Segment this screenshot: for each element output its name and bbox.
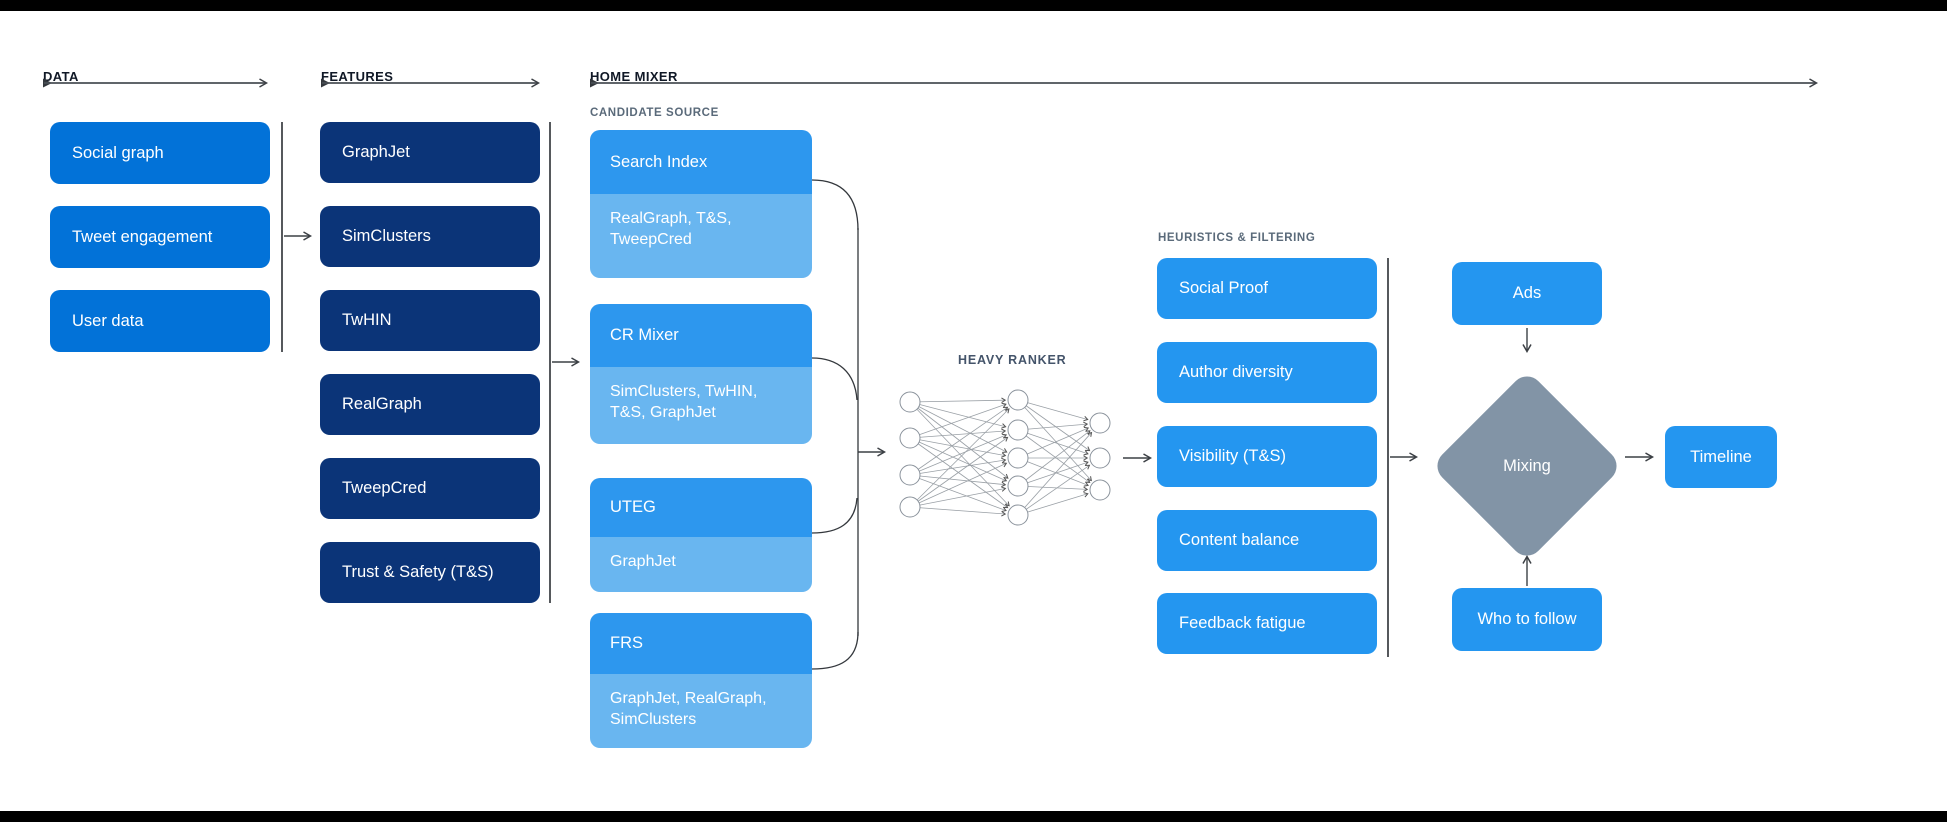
features-section-title: FEATURES (321, 69, 394, 84)
data-section-title: DATA (43, 69, 79, 84)
heavy-ranker-title: HEAVY RANKER (958, 353, 1067, 367)
simclusters-label: SimClusters (342, 227, 431, 245)
search-index-header: Search Index (590, 130, 812, 194)
who-to-follow-node: Who to follow (1452, 588, 1602, 651)
realgraph-node: RealGraph (320, 374, 540, 435)
uteg-header: UTEG (590, 478, 812, 537)
simclusters-node: SimClusters (320, 206, 540, 267)
social-proof-node: Social Proof (1157, 258, 1377, 319)
graphjet-label: GraphJet (342, 143, 410, 161)
mixing-label-wrap: Mixing (1459, 398, 1595, 534)
tweepcred-node: TweepCred (320, 458, 540, 519)
user-data-label: User data (72, 311, 144, 330)
tweet-engagement-label: Tweet engagement (72, 227, 213, 246)
twhin-label: TwHIN (342, 311, 392, 329)
visibility-label: Visibility (T&S) (1179, 447, 1286, 465)
social-graph-node: Social graph (50, 122, 270, 184)
uteg-label: UTEG (610, 498, 656, 516)
uteg-features: GraphJet (590, 537, 812, 592)
trust-safety-node: Trust & Safety (T&S) (320, 542, 540, 603)
graphjet-node: GraphJet (320, 122, 540, 183)
search-index-label: Search Index (610, 152, 708, 171)
timeline-node: Timeline (1665, 426, 1777, 488)
tweet-engagement-node: Tweet engagement (50, 206, 270, 268)
candidate-source-title: CANDIDATE SOURCE (590, 107, 719, 119)
visibility-node: Visibility (T&S) (1157, 426, 1377, 487)
cr-mixer-features: SimClusters, TwHIN, T&S, GraphJet (590, 367, 812, 444)
data-header-arrow (43, 78, 269, 88)
frs-label: FRS (610, 634, 643, 652)
author-diversity-label: Author diversity (1179, 363, 1293, 381)
heuristics-title: HEURISTICS & FILTERING (1158, 232, 1316, 244)
social-proof-label: Social Proof (1179, 279, 1268, 297)
trust-safety-label: Trust & Safety (T&S) (342, 563, 494, 581)
social-graph-label: Social graph (72, 143, 164, 162)
ads-label: Ads (1512, 284, 1542, 302)
realgraph-label: RealGraph (342, 395, 422, 413)
cr-mixer-header: CR Mixer (590, 304, 812, 367)
twhin-node: TwHIN (320, 290, 540, 351)
who-to-follow-label: Who to follow (1477, 610, 1577, 628)
home-mixer-section-title: HOME MIXER (590, 69, 678, 84)
candidate-collector (811, 179, 859, 670)
home-mixer-header-arrow (590, 78, 1819, 88)
author-diversity-node: Author diversity (1157, 342, 1377, 403)
uteg-group: UTEG GraphJet (590, 478, 812, 592)
frs-header: FRS (590, 613, 812, 674)
content-balance-label: Content balance (1179, 531, 1300, 549)
ads-node: Ads (1452, 262, 1602, 325)
cr-mixer-group: CR Mixer SimClusters, TwHIN, T&S, GraphJ… (590, 304, 812, 444)
mixing-label: Mixing (1503, 456, 1551, 475)
tweepcred-label: TweepCred (342, 479, 427, 497)
features-header-arrow (321, 78, 541, 88)
search-index-group: Search Index RealGraph, T&S, TweepCred (590, 130, 812, 278)
frs-group: FRS GraphJet, RealGraph, SimClusters (590, 613, 812, 748)
user-data-node: User data (50, 290, 270, 352)
timeline-label: Timeline (1690, 447, 1752, 466)
content-balance-node: Content balance (1157, 510, 1377, 571)
frs-features: GraphJet, RealGraph, SimClusters (590, 674, 812, 748)
search-index-features: RealGraph, T&S, TweepCred (590, 194, 812, 278)
heavy-ranker-network (899, 389, 1111, 526)
feedback-fatigue-label: Feedback fatigue (1179, 614, 1306, 632)
feedback-fatigue-node: Feedback fatigue (1157, 593, 1377, 654)
diagram-canvas: DATA FEATURES HOME MIXER CANDIDATE SOURC… (0, 11, 1947, 811)
cr-mixer-label: CR Mixer (610, 326, 679, 344)
